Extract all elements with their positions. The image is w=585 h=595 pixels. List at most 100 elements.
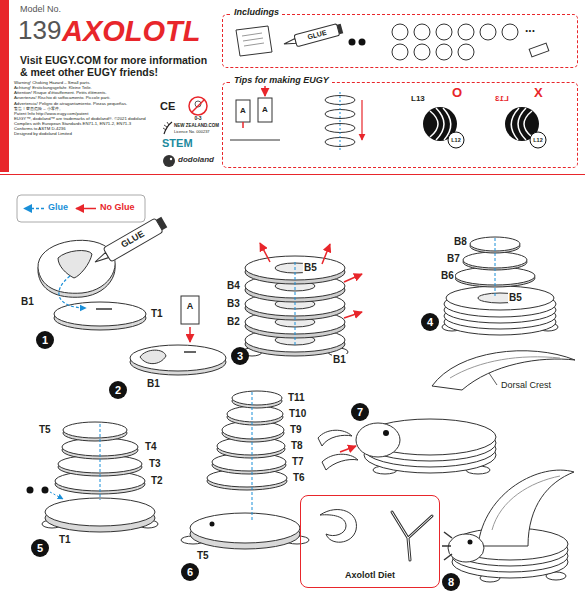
part-label: T6	[292, 472, 306, 483]
part-label: T5	[196, 550, 210, 561]
part-label: T8	[290, 440, 304, 451]
step1-parts	[38, 240, 146, 330]
legend-box	[17, 195, 145, 222]
part-label: T3	[148, 458, 162, 469]
part-label: B6	[440, 270, 455, 281]
paper-piece	[529, 43, 549, 57]
step6-stack	[190, 513, 300, 543]
step1-parts	[58, 251, 92, 278]
model-title: AXOLOTL	[62, 16, 201, 48]
step3-stack	[344, 274, 362, 282]
model-number-label: Model No.	[20, 5, 61, 15]
layer-alignment-wrong	[505, 107, 546, 148]
eye-beads	[349, 39, 356, 46]
layer-code: L13	[410, 95, 426, 104]
fern-logo	[163, 122, 169, 130]
step5-stack	[45, 498, 155, 526]
legend-box	[17, 195, 145, 222]
step-number: 8	[442, 573, 460, 591]
step2-parts	[184, 351, 196, 353]
legend-text: No Glue	[100, 203, 135, 213]
diet-pieces	[320, 510, 356, 543]
part-label: T1	[150, 308, 164, 319]
model-number: 139	[18, 16, 61, 45]
instruction-booklet	[236, 26, 272, 56]
tab-slot-tip	[264, 86, 266, 96]
layer-alignment-wrong	[530, 132, 546, 148]
step-number: 5	[31, 539, 49, 557]
step7-assembly	[432, 351, 575, 390]
paper-discs	[502, 24, 518, 40]
tab-slot-tip	[258, 98, 272, 122]
safety-note: Designed by dodoland Limited	[14, 132, 72, 137]
instruction-booklet	[244, 43, 264, 46]
more-parts: ...	[525, 22, 535, 35]
safety-note: Patent Info http://www.eugy.com/patent	[14, 112, 88, 117]
step7-assembly	[322, 454, 358, 470]
paper-discs	[436, 44, 452, 60]
fern-logo	[164, 122, 172, 134]
step-number: 6	[181, 563, 199, 581]
part-label: B5	[303, 262, 318, 273]
step2-parts	[181, 296, 199, 324]
layer-code: L12	[533, 137, 542, 143]
paper-discs	[436, 24, 452, 40]
step2-parts	[140, 350, 166, 364]
ce-mark: CE	[160, 100, 175, 112]
step8-assembly	[442, 470, 574, 582]
licence-name: NEW ZEALAND.COM	[174, 124, 219, 129]
layer-alignment-correct	[430, 108, 451, 140]
layer-alignment-wrong	[511, 108, 532, 140]
glue-tube	[282, 23, 343, 50]
tab-slot-tip	[242, 122, 244, 128]
step5-stack	[27, 487, 34, 494]
step5-stack	[27, 422, 159, 532]
glue-tube	[294, 24, 340, 47]
diet-pieces	[392, 512, 432, 560]
step2-parts	[189, 327, 191, 342]
glue-tube	[103, 218, 163, 262]
safety-note: Warning! Choking Hazard – Small parts.	[14, 81, 91, 86]
paper-discs	[414, 24, 430, 40]
step-number: 2	[109, 381, 127, 399]
part-label: B4	[226, 280, 241, 291]
step8-assembly	[448, 534, 484, 562]
inset-title: Axolotl Diet	[343, 571, 397, 581]
safety-note: Complies with European Standards EN71-1,…	[14, 122, 131, 127]
part-label: T10	[288, 408, 307, 419]
step4-stack	[442, 237, 558, 335]
brand-bar	[0, 174, 585, 175]
step-number: 4	[427, 317, 433, 328]
diet-pieces	[320, 510, 432, 560]
step-number: 3	[237, 351, 243, 362]
part-label: B1	[146, 378, 161, 389]
step4-stack	[478, 293, 522, 303]
step7-assembly	[489, 373, 497, 385]
step-number: 1	[36, 331, 54, 349]
panel-heading: Tips for making EUGY	[231, 76, 332, 86]
step7-assembly	[356, 423, 400, 457]
glue-tube	[283, 38, 296, 46]
step1-parts	[38, 240, 115, 293]
step1-parts	[54, 302, 146, 326]
step6-stack	[210, 522, 215, 527]
part-label: T2	[150, 475, 164, 486]
step-number: 8	[448, 577, 454, 588]
step7-assembly	[450, 357, 560, 378]
part-letter: A	[262, 106, 268, 115]
brand-bar	[0, 0, 585, 175]
age-label: 0-3	[194, 116, 201, 122]
step7-assembly	[340, 446, 356, 452]
part-label: T1	[58, 534, 72, 545]
age-warning-icon	[192, 100, 204, 112]
step5-stack	[42, 487, 49, 494]
dodoland-bird	[163, 155, 175, 167]
disc-stack-tip	[361, 100, 362, 140]
paper-discs	[480, 24, 496, 40]
step4-stack	[495, 238, 496, 296]
step-number: 7	[351, 403, 369, 421]
eye-beads	[359, 39, 366, 46]
glue-sample	[24, 208, 44, 210]
layer-code: L12	[451, 137, 460, 143]
part-label: B1	[332, 354, 347, 365]
